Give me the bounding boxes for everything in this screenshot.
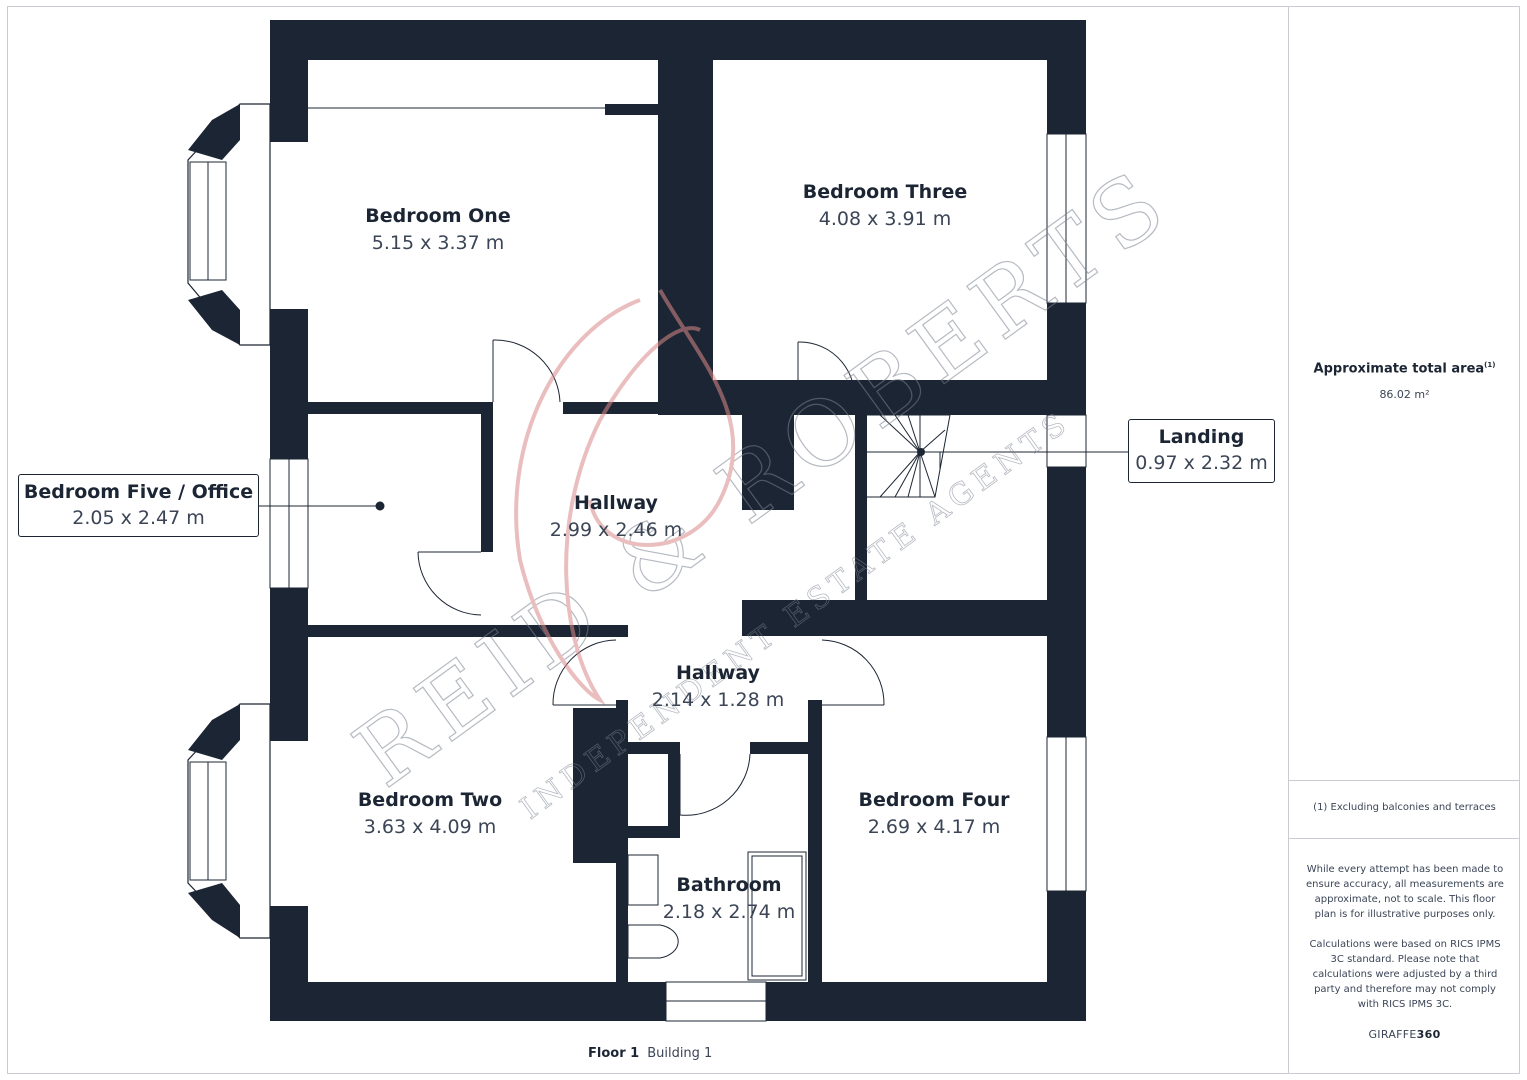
room-dimensions: 2.18 x 2.74 m bbox=[662, 901, 796, 923]
sidebar-divider bbox=[1288, 6, 1289, 1074]
callout-bedroom-five: Bedroom Five / Office 2.05 x 2.47 m bbox=[18, 474, 259, 537]
room-bedroom-three: Bedroom Three 4.08 x 3.91 m bbox=[803, 179, 968, 233]
room-bedroom-four: Bedroom Four 2.69 x 4.17 m bbox=[858, 787, 1009, 841]
room-name: Hallway bbox=[574, 492, 658, 514]
room-hallway-upper: Hallway 2.99 x 2.46 m bbox=[550, 490, 682, 544]
bedroom-five-marker bbox=[375, 501, 385, 511]
area-title-text: Approximate total area bbox=[1313, 361, 1485, 377]
brand-bold: 360 bbox=[1416, 1028, 1441, 1041]
callout-dimensions: 0.97 x 2.32 m bbox=[1135, 452, 1268, 474]
callout-dimensions: 2.05 x 2.47 m bbox=[72, 507, 205, 529]
brand-logo: GIRAFFE360 bbox=[1289, 1028, 1520, 1041]
room-dimensions: 2.69 x 4.17 m bbox=[867, 816, 1001, 838]
area-footnote-marker: (1) bbox=[1484, 361, 1496, 369]
room-name: Bedroom One bbox=[365, 205, 511, 227]
callout-name: Bedroom Five / Office bbox=[23, 481, 254, 503]
room-dimensions: 5.15 x 3.37 m bbox=[371, 232, 505, 254]
sidebar-rule-1 bbox=[1288, 780, 1520, 781]
disclaimer-rics: Calculations were based on RICS IPMS 3C … bbox=[1309, 939, 1501, 1010]
area-value: 86.02 m² bbox=[1379, 388, 1430, 401]
room-hallway-lower: Hallway 2.14 x 1.28 m bbox=[652, 660, 784, 714]
building-name: Building 1 bbox=[647, 1046, 713, 1061]
doors bbox=[417, 339, 885, 816]
room-name: Hallway bbox=[676, 662, 760, 684]
room-dimensions: 3.63 x 4.09 m bbox=[363, 816, 497, 838]
window-lines bbox=[207, 107, 1067, 1002]
floor-label: Floor 1 Building 1 bbox=[588, 1046, 712, 1061]
area-footnote: (1) Excluding balconies and terraces bbox=[1313, 802, 1496, 813]
callout-landing: Landing 0.97 x 2.32 m bbox=[1128, 419, 1275, 483]
stairs bbox=[867, 414, 951, 498]
room-bedroom-two: Bedroom Two 3.63 x 4.09 m bbox=[358, 787, 502, 841]
bathroom-fixtures bbox=[627, 851, 807, 981]
walls bbox=[270, 20, 1086, 1021]
sidebar-rule-2 bbox=[1288, 838, 1520, 839]
room-bathroom: Bathroom 2.18 x 2.74 m bbox=[663, 872, 795, 926]
room-name: Bedroom Two bbox=[357, 789, 503, 811]
disclaimer-accuracy: While every attempt has been made to ens… bbox=[1306, 864, 1504, 920]
room-name: Bedroom Three bbox=[802, 181, 968, 203]
room-dimensions: 2.99 x 2.46 m bbox=[549, 519, 683, 541]
brand-light: GIRAFFE bbox=[1368, 1028, 1417, 1041]
watermark: REID & ROBERTS INDEPENDENT ESTATE AGENTS bbox=[336, 146, 1192, 827]
room-name: Bathroom bbox=[676, 874, 782, 896]
area-title: Approximate total area(1) bbox=[1289, 361, 1520, 376]
room-bedroom-one: Bedroom One 5.15 x 3.37 m bbox=[365, 203, 510, 257]
room-name: Bedroom Four bbox=[858, 789, 1010, 811]
bay-window-posts bbox=[188, 104, 240, 938]
callout-leaders bbox=[259, 451, 1128, 507]
floor-name: Floor 1 bbox=[588, 1046, 640, 1061]
callout-name: Landing bbox=[1158, 426, 1245, 448]
room-dimensions: 2.14 x 1.28 m bbox=[651, 689, 785, 711]
room-dimensions: 4.08 x 3.91 m bbox=[818, 208, 952, 230]
floor-plan bbox=[187, 20, 1128, 1022]
watermark-monogram bbox=[514, 298, 701, 706]
page-frame bbox=[7, 6, 1520, 1074]
